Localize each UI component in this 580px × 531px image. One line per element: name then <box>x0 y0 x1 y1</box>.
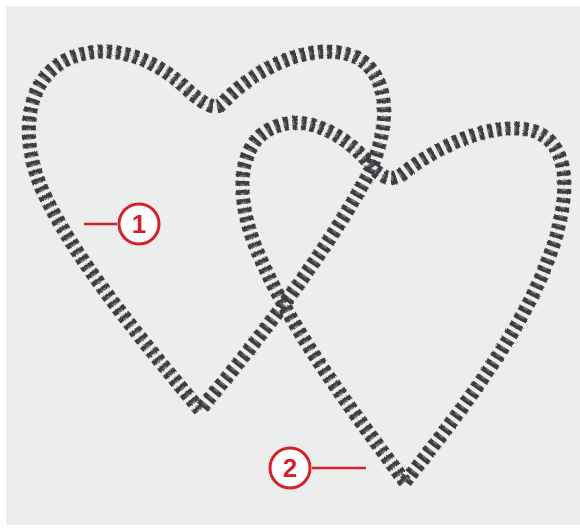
callout-2: 2 <box>270 448 366 488</box>
callout-1: 1 <box>84 204 159 244</box>
heart-outline-1 <box>29 52 384 411</box>
callout-2-label: 2 <box>283 453 297 483</box>
callout-1-label: 1 <box>132 209 146 239</box>
